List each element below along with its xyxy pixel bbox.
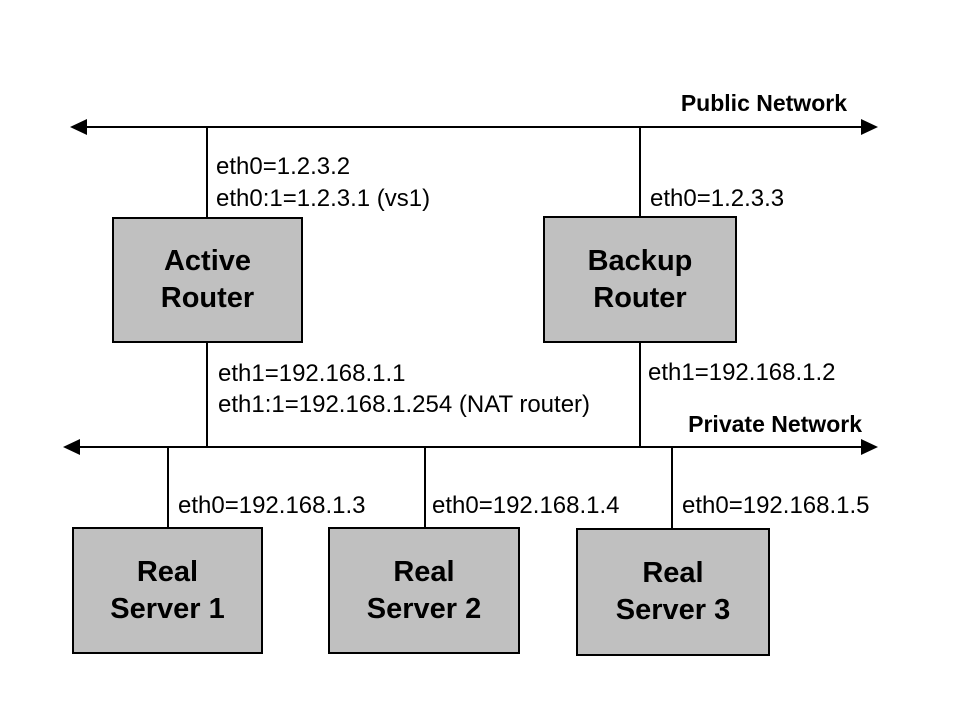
active-router-eth0-label: eth0=1.2.3.2 [216,153,351,180]
private-network-label: Private Network [688,411,862,437]
arrowhead-left-icon [63,439,80,455]
backup-router-box: Backup Router [543,216,737,343]
real-server-2-box: Real Server 2 [328,527,520,654]
real-server-2-name: Real Server 2 [366,555,482,625]
server1-eth0-label: eth0=192.168.1.3 [178,492,366,519]
arrowhead-right-icon [861,439,878,455]
active-router-eth0-alias-label: eth0:1=1.2.3.1 (vs1) [216,185,431,212]
arrowhead-right-icon [861,119,878,135]
server2-eth0-label: eth0=192.168.1.4 [432,492,620,519]
active-router-box: Active Router [112,217,303,343]
active-router-eth1-alias-label: eth1:1=192.168.1.254 (NAT router) [218,391,591,418]
connector-backup-router-private [639,343,641,447]
active-router-eth1-label: eth1=192.168.1.1 [218,360,406,387]
active-router-name: Active Router [160,245,255,314]
real-server-1-name: Real Server 1 [110,555,225,625]
backup-router-name: Backup Router [587,244,693,314]
public-network-line [78,126,866,128]
connector-server1-private [167,447,169,527]
backup-router-eth0-label: eth0=1.2.3.3 [650,185,785,212]
arrowhead-left-icon [70,119,87,135]
connector-server2-private [424,447,426,527]
server3-eth0-label: eth0=192.168.1.5 [682,492,870,519]
connector-backup-router-public [639,127,641,216]
real-server-3-box: Real Server 3 [576,528,770,656]
connector-server3-private [671,447,673,528]
real-server-1-box: Real Server 1 [72,527,263,654]
public-network-label: Public Network [680,90,847,116]
real-server-3-name: Real Server 3 [615,557,731,626]
backup-router-eth1-label: eth1=192.168.1.2 [648,359,836,386]
connector-active-router-private [206,342,208,447]
connector-active-router-public [206,127,208,217]
private-network-line [71,446,863,448]
